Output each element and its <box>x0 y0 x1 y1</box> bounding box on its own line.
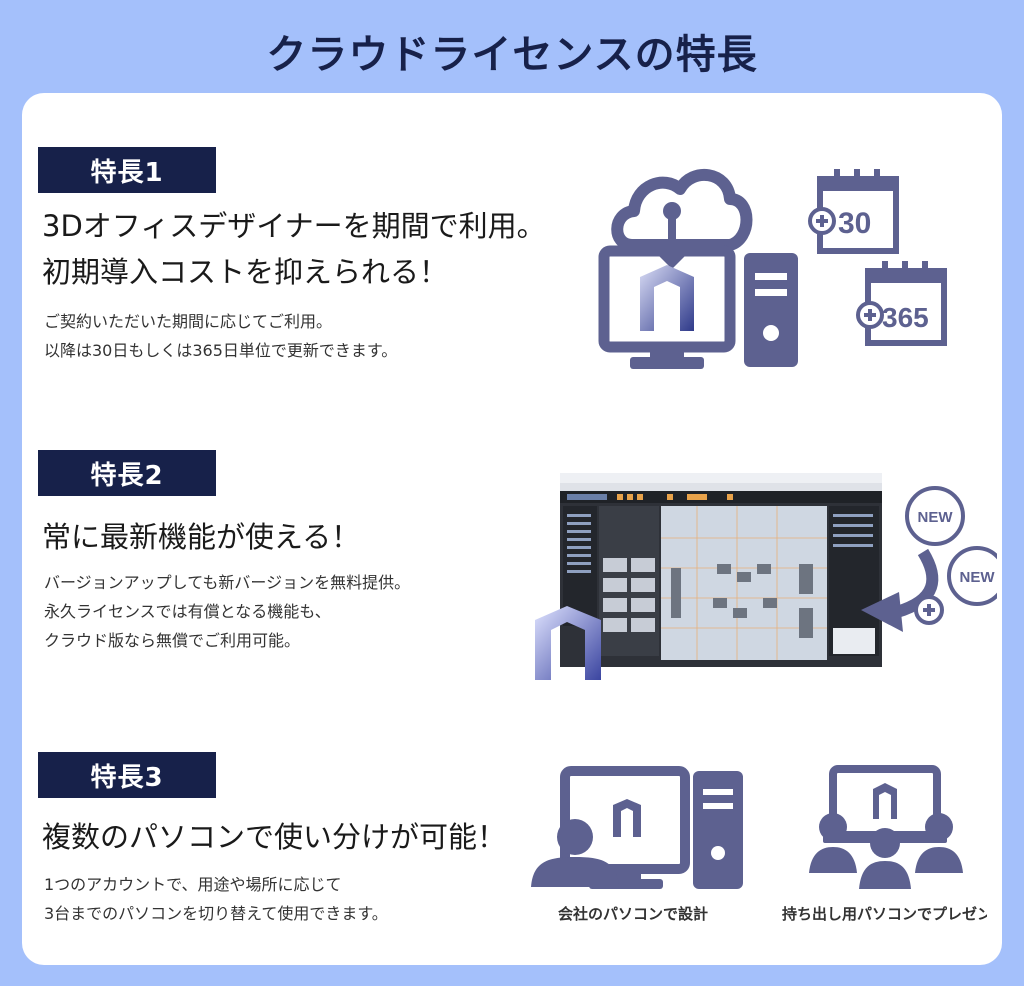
audience-icon <box>809 813 963 889</box>
new-badge-1-label: NEW <box>918 509 954 526</box>
feature-2: 特長2 常に最新機能が使える！ バージョンアップしても新バージョンを無料提供。 … <box>38 450 598 655</box>
feature-2-body-line-1: バージョンアップしても新バージョンを無料提供。 <box>44 573 411 592</box>
feature-2-body-line-3: クラウド版なら無償でご利用可能。 <box>44 631 301 650</box>
app-logo-icon <box>640 265 694 331</box>
app-logo-icon <box>535 606 601 680</box>
feature-3-body-line-2: 3台までのパソコンを切り替えて使用できます。 <box>44 904 388 923</box>
feature-1-headline-line-1: 3Dオフィスデザイナーを期間で利用。 <box>42 209 546 243</box>
caption-office-pc: 会社のパソコンで設計 <box>558 905 708 923</box>
calendar-365-icon: 365 <box>856 261 947 346</box>
calendar-30-icon: 30 <box>808 169 899 254</box>
new-badge-2-icon: NEW <box>947 546 997 606</box>
cloud-icon <box>611 168 753 251</box>
feature-3-body: 1つのアカウントで、用途や場所に応じて 3台までのパソコンを切り替えて使用できま… <box>44 870 598 928</box>
monitor-icon <box>598 245 736 369</box>
feature-3-body-line-1: 1つのアカウントで、用途や場所に応じて <box>44 875 342 894</box>
calendar-365-label: 365 <box>882 302 929 333</box>
feature-1-badge: 特長1 <box>38 147 216 193</box>
feature-card: 特長1 3Dオフィスデザイナーを期間で利用。 初期導入コストを抑えられる！ ご契… <box>22 93 1002 965</box>
feature-1-body-line-1: ご契約いただいた期間に応じてご利用。 <box>44 312 333 331</box>
feature-2-headline-line-1: 常に最新機能が使える！ <box>42 520 361 554</box>
feature-1-headline: 3Dオフィスデザイナーを期間で利用。 初期導入コストを抑えられる！ <box>42 203 598 295</box>
pc-tower-icon <box>744 253 798 367</box>
feature-1-body: ご契約いただいた期間に応じてご利用。 以降は30日もしくは365日単位で更新でき… <box>44 307 598 365</box>
feature-3-headline: 複数のパソコンで使い分けが可能！ <box>42 814 598 860</box>
office-pc-icon <box>560 766 743 889</box>
feature-2-body-line-2: 永久ライセンスでは有償となる機能も、 <box>44 602 331 621</box>
feature-1: 特長1 3Dオフィスデザイナーを期間で利用。 初期導入コストを抑えられる！ ご契… <box>38 147 598 365</box>
app-screenshot <box>560 473 882 667</box>
feature-1-body-line-2: 以降は30日もしくは365日単位で更新できます。 <box>44 341 398 360</box>
cloud-download-illustration: 30 365 <box>598 168 947 369</box>
user-icon <box>531 819 619 887</box>
page-title: クラウドライセンスの特長 <box>266 32 758 78</box>
new-badge-2-label: NEW <box>960 569 996 586</box>
calendar-30-label: 30 <box>838 207 871 240</box>
app-update-illustration: NEW NEW <box>535 473 997 680</box>
feature-2-body: バージョンアップしても新バージョンを無料提供。 永久ライセンスでは有償となる機能… <box>44 568 598 655</box>
feature-3-headline-line-1: 複数のパソコンで使い分けが可能！ <box>42 820 507 854</box>
feature-3-badge: 特長3 <box>38 752 216 798</box>
multi-pc-illustration: 会社のパソコンで設計 持ち出し用パソコンでプレゼン <box>531 765 987 923</box>
feature-1-headline-line-2: 初期導入コストを抑えられる！ <box>42 255 449 289</box>
new-badge-1-icon: NEW <box>905 486 965 546</box>
update-arrow-icon <box>861 548 939 632</box>
feature-2-headline: 常に最新機能が使える！ <box>42 514 598 560</box>
plus-circle-icon <box>914 595 944 625</box>
feature-2-badge: 特長2 <box>38 450 216 496</box>
feature-3: 特長3 複数のパソコンで使い分けが可能！ 1つのアカウントで、用途や場所に応じて… <box>38 752 598 928</box>
download-arrow-icon <box>654 202 690 269</box>
caption-presentation-pc: 持ち出し用パソコンでプレゼン <box>782 905 987 923</box>
